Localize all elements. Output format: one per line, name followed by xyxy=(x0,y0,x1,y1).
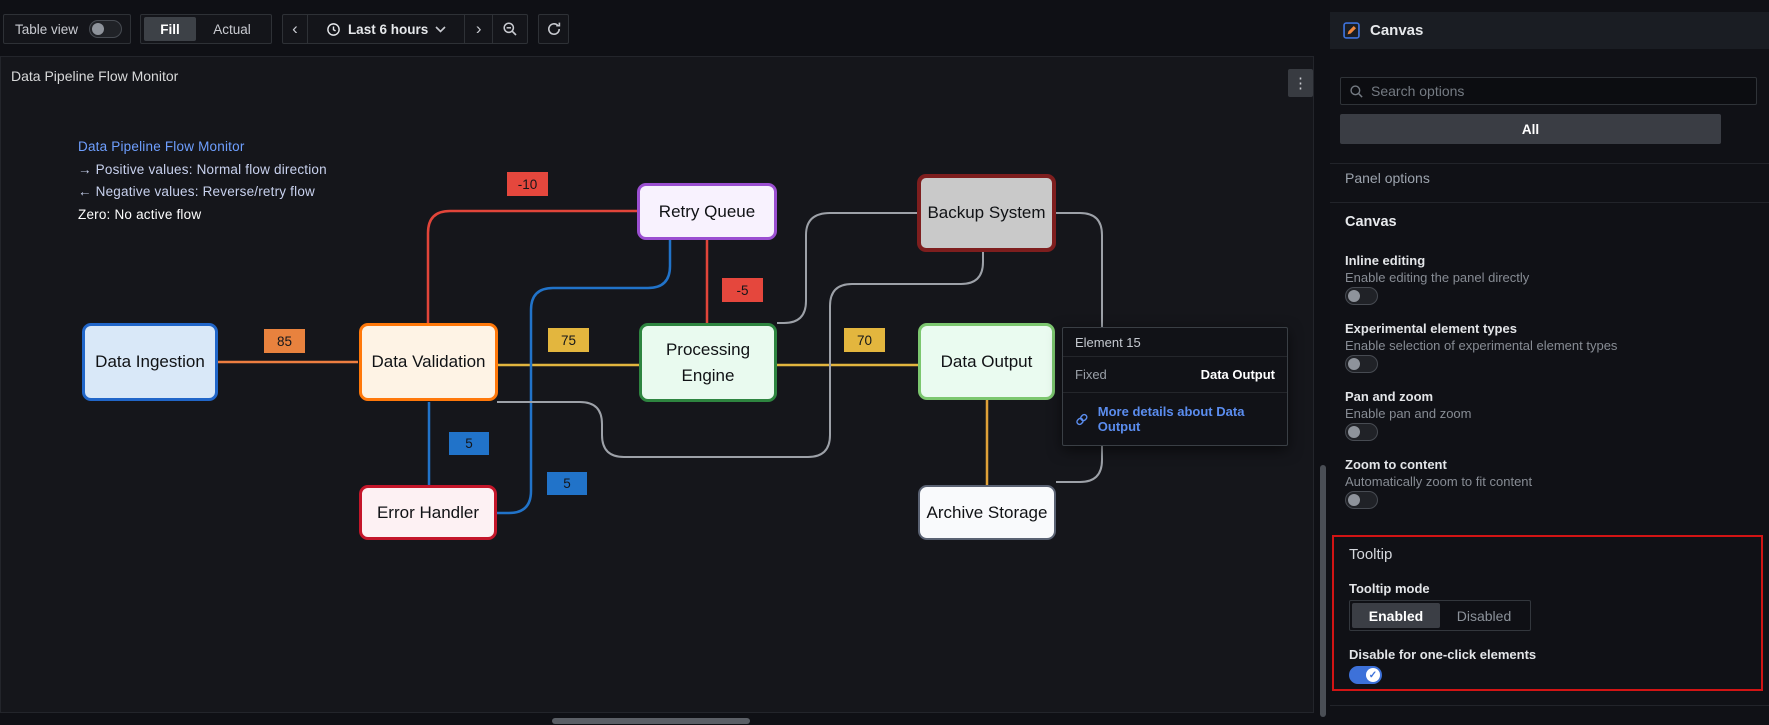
time-shift-back-button[interactable]: ‹ xyxy=(292,18,298,38)
fill-actual-switcher: Fill Actual xyxy=(140,14,272,44)
one-click-disable-label: Disable for one-click elements xyxy=(1349,647,1537,662)
legend-negative: ← Negative values: Reverse/retry flow xyxy=(78,184,315,199)
tooltip-row-value: Data Output xyxy=(1200,367,1275,382)
option-pan-zoom-desc: Enable pan and zoom xyxy=(1345,406,1472,421)
option-inline-editing-label: Inline editing xyxy=(1345,253,1426,268)
node-data-output[interactable]: Data Output xyxy=(918,323,1055,400)
tooltip-details-link[interactable]: More details about Data Output xyxy=(1063,393,1287,445)
panel-menu-button[interactable]: ⋮ xyxy=(1288,69,1313,97)
toggle-knob xyxy=(1348,494,1360,506)
option-inline-editing-desc: Enable editing the panel directly xyxy=(1345,270,1530,285)
option-zoom-content-label: Zoom to content xyxy=(1345,457,1447,472)
zoom-out-icon xyxy=(503,22,517,36)
panel-options-header[interactable]: Panel options xyxy=(1345,170,1430,186)
tooltip-mode-enabled-option[interactable]: Enabled xyxy=(1352,603,1440,628)
option-pan-zoom-label: Pan and zoom xyxy=(1345,389,1434,404)
tooltip-section-header: Tooltip xyxy=(1349,546,1393,563)
tooltip-row-label: Fixed xyxy=(1075,367,1107,382)
vertical-scrollbar-thumb[interactable] xyxy=(1320,465,1326,717)
tooltip-data-row: Fixed Data Output xyxy=(1063,357,1287,393)
refresh-button[interactable] xyxy=(538,14,569,44)
node-data-ingestion[interactable]: Data Ingestion xyxy=(82,323,218,401)
time-range-label: Last 6 hours xyxy=(347,21,429,37)
tooltip-mode-radio-group: Enabled Disabled xyxy=(1349,600,1531,631)
options-sidebar: Canvas All Panel options Canvas Inline e… xyxy=(1330,0,1769,725)
link-icon xyxy=(1076,413,1088,425)
one-click-disable-toggle[interactable]: ✓ xyxy=(1349,666,1382,684)
node-error-handler[interactable]: Error Handler xyxy=(359,485,497,540)
pan-zoom-toggle[interactable] xyxy=(1345,423,1378,441)
node-backup-system[interactable]: Backup System xyxy=(917,174,1056,252)
clock-icon xyxy=(327,22,340,36)
search-icon xyxy=(1350,84,1363,98)
option-experimental-label: Experimental element types xyxy=(1345,321,1517,336)
time-shift-forward-button[interactable]: › xyxy=(475,18,482,38)
table-view-label: Table view xyxy=(15,21,79,37)
time-range-controls: ‹ Last 6 hours › xyxy=(282,14,528,44)
visualization-picker[interactable]: Canvas xyxy=(1330,12,1769,49)
canvas-section-header: Canvas xyxy=(1345,214,1397,230)
tooltip-section-highlight: Tooltip Tooltip mode Enabled Disabled Di… xyxy=(1332,535,1763,691)
edge-value-badge: 75 xyxy=(548,328,589,352)
tooltip-mode-disabled-option[interactable]: Disabled xyxy=(1456,607,1512,624)
edge-value-badge: 5 xyxy=(547,472,587,495)
experimental-elements-toggle[interactable] xyxy=(1345,355,1378,373)
option-experimental-desc: Enable selection of experimental element… xyxy=(1345,338,1618,353)
option-zoom-content-desc: Automatically zoom to fit content xyxy=(1345,474,1533,489)
tooltip-link-text: More details about Data Output xyxy=(1097,404,1245,434)
edge-value-badge: 70 xyxy=(844,328,885,352)
toggle-knob-check: ✓ xyxy=(1366,668,1380,682)
divider xyxy=(1330,202,1769,203)
tooltip-mode-label: Tooltip mode xyxy=(1349,581,1430,596)
separator xyxy=(464,15,466,43)
refresh-icon xyxy=(547,22,560,35)
separator xyxy=(306,15,308,43)
zoom-to-content-toggle[interactable] xyxy=(1345,491,1378,509)
canvas-legend: Data Pipeline Flow Monitor → Positive va… xyxy=(78,139,327,229)
horizontal-scrollbar-thumb[interactable] xyxy=(552,718,750,724)
edge-value-badge: -10 xyxy=(507,172,548,196)
fill-button[interactable]: Fill xyxy=(144,17,196,41)
inline-editing-toggle[interactable] xyxy=(1345,287,1378,305)
edit-pencil-icon xyxy=(1343,22,1360,39)
filter-all-button[interactable]: All xyxy=(1340,114,1721,144)
edge-value-badge: 5 xyxy=(449,432,489,455)
divider xyxy=(1330,163,1769,164)
table-view-toggle[interactable] xyxy=(89,20,122,38)
zoom-out-time-button[interactable] xyxy=(493,15,527,43)
search-options-input[interactable] xyxy=(1371,83,1748,99)
element-tooltip: Element 15 Fixed Data Output More detail… xyxy=(1062,327,1288,446)
legend-zero: Zero: No active flow xyxy=(78,206,202,222)
time-range-picker[interactable]: Last 6 hours xyxy=(308,15,464,43)
legend-title: Data Pipeline Flow Monitor xyxy=(78,139,245,154)
node-processing-engine[interactable]: Processing Engine xyxy=(639,323,777,402)
visualization-name: Canvas xyxy=(1370,22,1424,39)
options-search xyxy=(1340,77,1757,105)
toggle-knob xyxy=(92,23,104,35)
tooltip-element-name: Element 15 xyxy=(1063,328,1287,357)
toggle-knob xyxy=(1348,426,1360,438)
panel-title: Data Pipeline Flow Monitor xyxy=(11,68,179,84)
legend-positive: → Positive values: Normal flow direction xyxy=(78,161,327,177)
actual-button[interactable]: Actual xyxy=(213,21,251,37)
kebab-icon: ⋮ xyxy=(1293,75,1308,92)
edge-value-badge: 85 xyxy=(264,329,305,353)
chevron-down-icon xyxy=(435,25,446,33)
node-retry-queue[interactable]: Retry Queue xyxy=(637,183,777,240)
node-archive-storage[interactable]: Archive Storage xyxy=(918,485,1056,540)
divider xyxy=(1330,705,1769,706)
separator xyxy=(492,15,494,43)
node-data-validation[interactable]: Data Validation xyxy=(359,323,498,401)
toggle-knob xyxy=(1348,358,1360,370)
table-view-control: Table view xyxy=(3,14,131,44)
toggle-knob xyxy=(1348,290,1360,302)
edge-value-badge: -5 xyxy=(722,278,763,302)
